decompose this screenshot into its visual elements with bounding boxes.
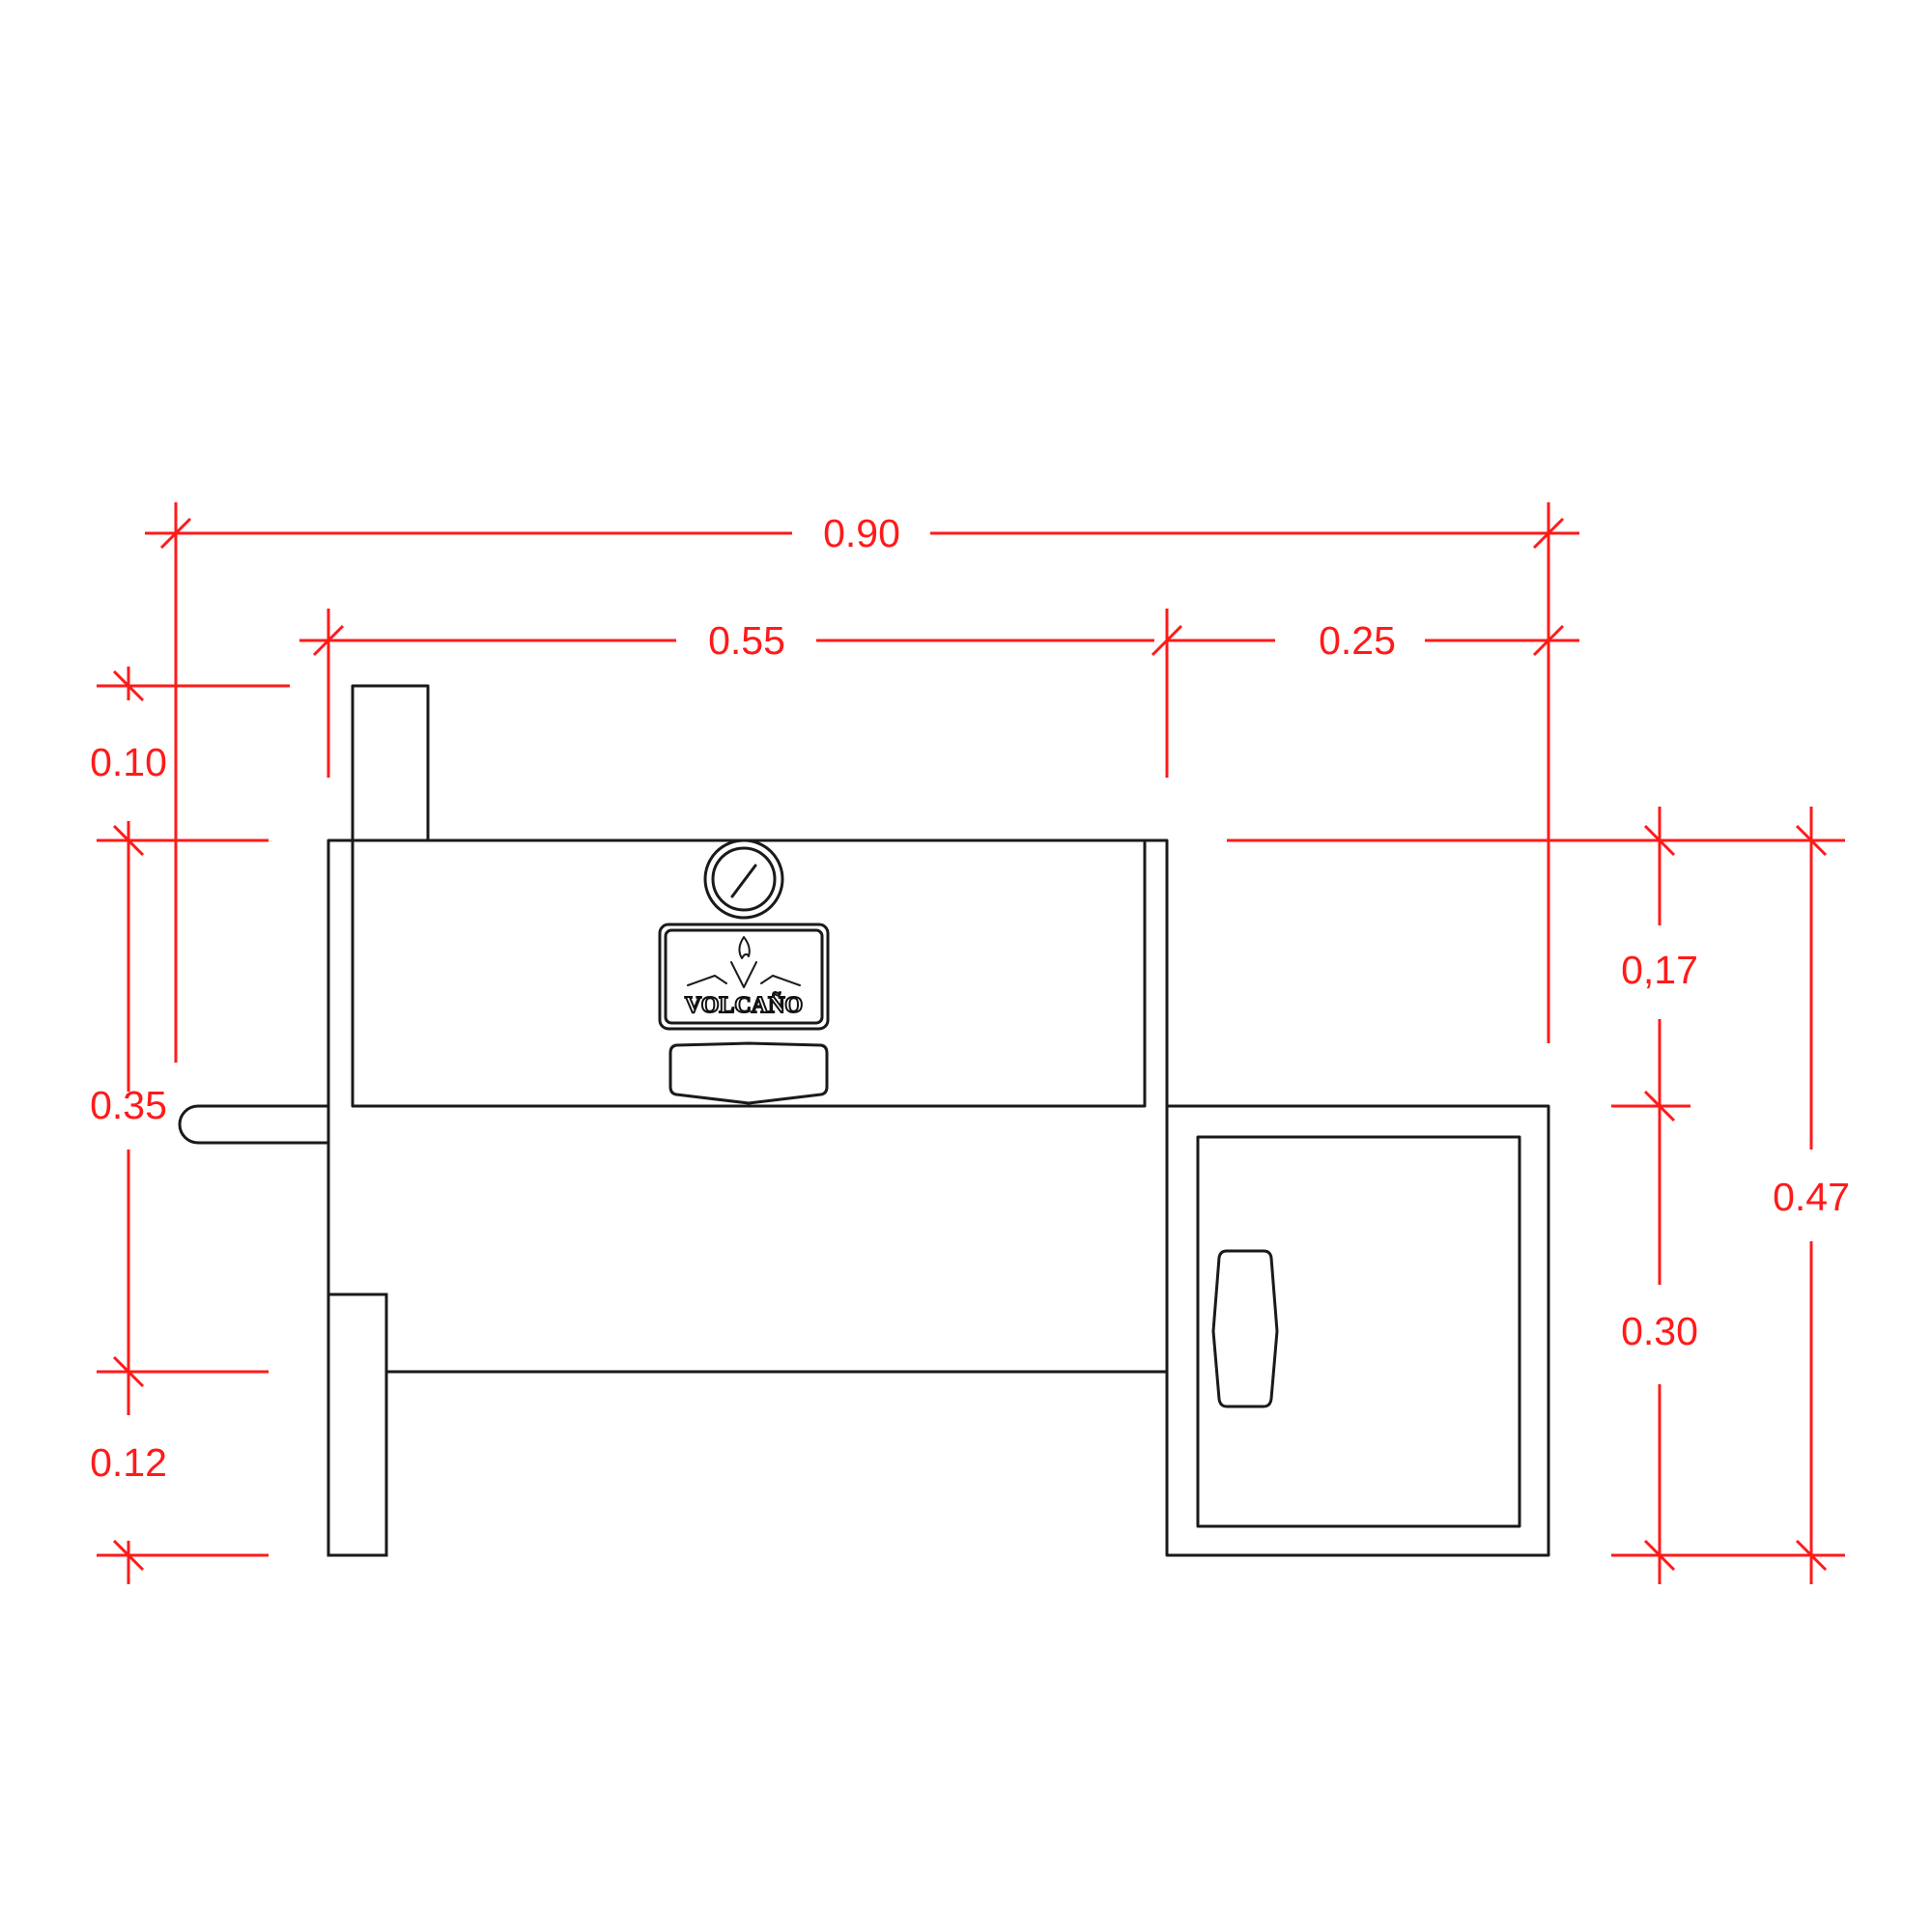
chimney bbox=[351, 684, 430, 842]
brand-logo-text: VOLCAÑO bbox=[685, 993, 803, 1018]
left-leg bbox=[327, 1293, 388, 1557]
chamber-lid bbox=[351, 838, 1147, 1108]
dimension-labels: 0.90 0.55 0.25 0.10 0.35 0.12 0,17 0.30 … bbox=[90, 511, 1850, 1485]
dim-chamber-width: 0.55 bbox=[708, 618, 785, 663]
dim-lid-height: 0,17 bbox=[1621, 948, 1698, 992]
dim-body-height: 0.35 bbox=[90, 1083, 167, 1127]
dim-firebox-width: 0.25 bbox=[1319, 618, 1396, 663]
dim-leg-height: 0.12 bbox=[90, 1440, 167, 1485]
lid-handle bbox=[668, 1041, 829, 1105]
smoker-body bbox=[178, 684, 1550, 1557]
dimension-lines bbox=[97, 502, 1845, 1584]
firebox-door-handle bbox=[1211, 1249, 1279, 1408]
brand-plate: VOLCAÑO bbox=[658, 923, 830, 1031]
volcano-flame-logo-icon bbox=[687, 936, 801, 988]
dim-total-width: 0.90 bbox=[823, 511, 900, 555]
thermometer-gauge-icon bbox=[703, 838, 784, 920]
firebox-door bbox=[1196, 1135, 1521, 1528]
dim-total-height: 0.47 bbox=[1773, 1175, 1850, 1219]
side-handle bbox=[178, 1104, 330, 1145]
dim-chimney-height: 0.10 bbox=[90, 740, 167, 784]
firebox bbox=[1165, 1104, 1550, 1557]
dim-firebox-height: 0.30 bbox=[1621, 1309, 1698, 1353]
